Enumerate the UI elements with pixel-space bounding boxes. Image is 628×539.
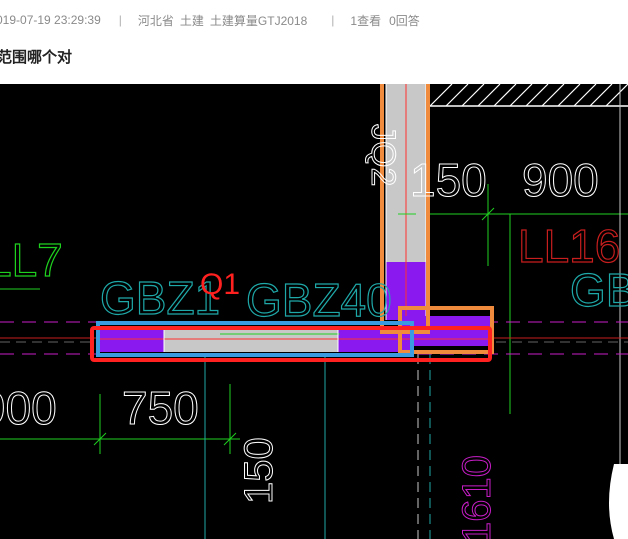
grid-lines: [204, 84, 621, 539]
hatch-pattern: [429, 84, 628, 107]
label-ll16: LL16: [518, 220, 620, 272]
label-ll7: LL7: [0, 234, 63, 286]
orange-highlight-vertical: [380, 84, 430, 334]
label-dim-150: 150: [410, 154, 487, 206]
cad-drawing: JQ2 150 900 LL16 LL7 GBZ1 GBZ40 GBZ Q1 9…: [0, 84, 628, 539]
post-date: 019-07-19 23:29:39: [0, 13, 101, 27]
blue-highlight-horizontal: [96, 321, 414, 357]
question-title-text: 范围哪个对: [0, 49, 73, 66]
cad-labels: JQ2 150 900 LL16 LL7 GBZ1 GBZ40 GBZ Q1 9…: [0, 124, 628, 539]
label-gbz40: GBZ40: [246, 274, 392, 326]
question-title: 范围哪个对: [0, 46, 628, 67]
annotation-q1: Q1: [200, 268, 240, 301]
answer-count: 0回答: [389, 13, 420, 28]
meta-separator: |: [118, 13, 122, 27]
label-dim-bottom-right: 1610: [455, 455, 499, 539]
label-gbz-partial: GBZ: [570, 264, 628, 316]
horizontal-wall: [98, 316, 490, 352]
cad-drawing-screenshot: JQ2 150 900 LL16 LL7 GBZ1 GBZ40 GBZ Q1 9…: [0, 84, 628, 539]
label-dim-bottom-150: 150: [237, 437, 281, 504]
tag-region[interactable]: 河北省: [137, 13, 174, 28]
highlight-boxes: [90, 84, 494, 362]
red-highlight-horizontal: [90, 326, 492, 362]
tag-software[interactable]: 土建算量GTJ2018: [209, 13, 308, 28]
label-dim-900-left: 900: [0, 382, 57, 434]
meta-separator: |: [331, 13, 335, 27]
tag-category[interactable]: 土建: [179, 13, 204, 28]
label-gbz1: GBZ1: [100, 272, 220, 324]
partial-shape: [609, 464, 628, 539]
post-meta-bar: 019-07-19 23:29:39 | 河北省 土建 土建算量GTJ2018 …: [0, 0, 628, 40]
view-count: 1查看: [350, 13, 382, 28]
label-dim-900-top: 900: [522, 154, 599, 206]
label-jq2: JQ2: [364, 124, 402, 186]
label-dim-750: 750: [122, 382, 199, 434]
